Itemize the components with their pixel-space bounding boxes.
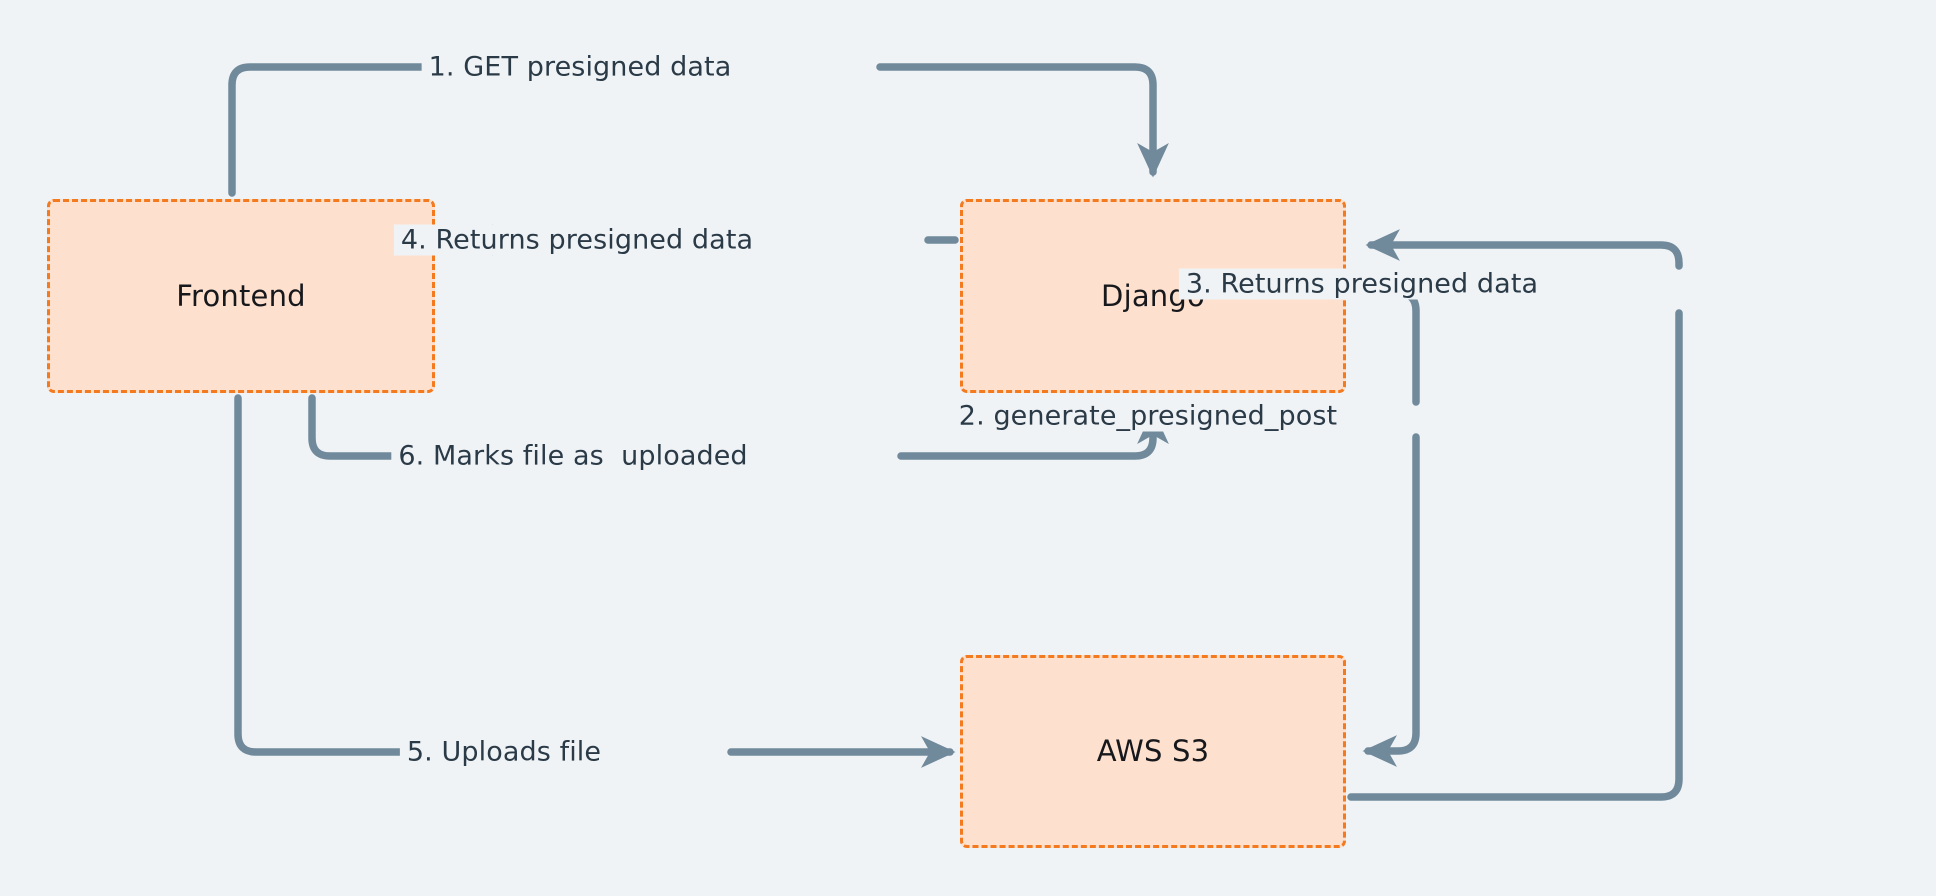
node-frontend[interactable]: Frontend xyxy=(47,199,435,393)
edge-path-5-uploads-file xyxy=(234,394,503,756)
edge-label-6-marks-file-as-uploaded: 6. Marks file as uploaded xyxy=(391,440,755,472)
edge-label-3-returns-presigned-data: 3. Returns presigned data xyxy=(1178,268,1546,300)
edge-path-6-marks-file-as-uploaded xyxy=(308,394,572,460)
node-frontend-label: Frontend xyxy=(176,278,306,313)
edge-label-2-generate-presigned-post: 2. generate_presigned_post xyxy=(951,400,1345,432)
edge-path-3-returns-presigned-data xyxy=(1347,309,1683,801)
edge-label-4-returns-presigned-data: 4. Returns presigned data xyxy=(393,224,761,256)
edge-path-1-get-presigned-data xyxy=(228,63,579,197)
edge-label-5-uploads-file: 5. Uploads file xyxy=(399,736,609,768)
edge-path-2-generate-presigned-post-b xyxy=(1362,433,1420,767)
node-aws-s3-label: AWS S3 xyxy=(1096,734,1210,768)
node-aws-s3[interactable]: AWS S3 xyxy=(960,655,1346,848)
edge-path-3-returns-presigned-data-b xyxy=(1365,229,1683,270)
edge-path-2-generate-presigned-post xyxy=(1347,289,1420,406)
edge-path-1-get-presigned-data-b xyxy=(876,63,1169,178)
edge-path-6-marks-file-as-uploaded-b xyxy=(897,409,1169,460)
edge-label-1-get-presigned-data: 1. GET presigned data xyxy=(421,51,739,83)
